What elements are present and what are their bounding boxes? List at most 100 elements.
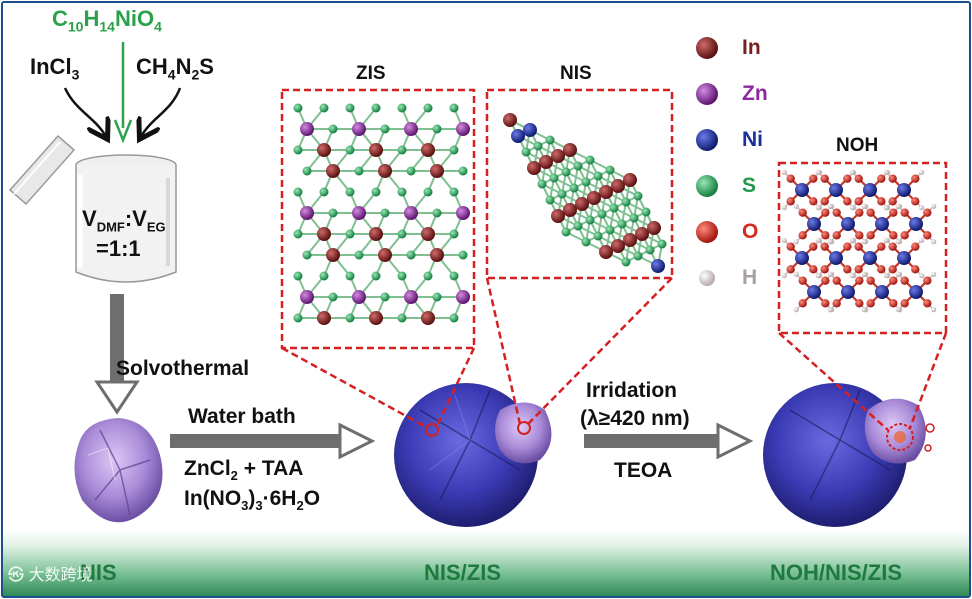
- nis-atom-s: [545, 195, 555, 205]
- noh-nis-zis-sphere: [763, 383, 935, 527]
- nis-atom-s: [585, 155, 595, 165]
- noh-atom-h: [849, 169, 855, 175]
- zis-atom-s: [319, 271, 329, 281]
- zis-atom-in: [326, 248, 340, 262]
- zis-atom-in: [369, 227, 383, 241]
- zis-atom-s: [345, 229, 355, 239]
- noh-atom-h: [815, 169, 821, 175]
- zis-atom-s: [397, 145, 407, 155]
- zis-atom-zn: [352, 206, 366, 220]
- nis-atom-s: [633, 191, 643, 201]
- legend-label-o: O: [742, 220, 759, 243]
- noh-atom-o: [809, 242, 818, 251]
- zis-atom-zn: [456, 206, 470, 220]
- noh-atom-o: [832, 276, 841, 285]
- noh-atom-h: [919, 237, 925, 243]
- nis-atom-ni: [523, 123, 537, 137]
- noh-atom-o: [821, 276, 830, 285]
- noh-atom-h: [931, 203, 937, 209]
- noh-atom-o: [798, 231, 807, 240]
- product-nis: NIS: [80, 560, 117, 585]
- nis-atom-s: [621, 197, 631, 207]
- product-noh-nis-zis: NOH/NIS/ZIS: [770, 560, 903, 585]
- zis-atom-s: [302, 166, 312, 176]
- zoom-connectors: [281, 277, 948, 431]
- noh-atom-h: [861, 307, 867, 313]
- nis-atom-s: [573, 161, 583, 171]
- noh-atom-o: [798, 208, 807, 217]
- nis-atom-s: [569, 183, 579, 193]
- zis-atom-s: [371, 271, 381, 281]
- noh-crystal-structure: [781, 169, 937, 313]
- reagent-zncl2-taa: ZnCl2 + TAA: [184, 457, 304, 484]
- nis-atom-in: [563, 143, 577, 157]
- legend-label-s: S: [742, 174, 757, 197]
- nis-atom-s: [549, 173, 559, 183]
- nis-atom-s: [633, 251, 643, 261]
- zis-atom-s: [293, 145, 303, 155]
- nis-atom-s: [629, 213, 639, 223]
- nis-atom-s: [605, 165, 615, 175]
- nis-atom-in: [575, 197, 589, 211]
- watermark-logo-icon: ㉿: [8, 567, 25, 584]
- noh-atom-o: [866, 208, 875, 217]
- noh-atom-h: [883, 237, 889, 243]
- noh-atom-o: [889, 208, 898, 217]
- zis-atom-in: [421, 311, 435, 325]
- zis-atom-s: [423, 187, 433, 197]
- noh-atom-o: [820, 242, 829, 251]
- noh-atom-o: [889, 231, 898, 240]
- noh-atom-o: [854, 265, 863, 274]
- legend-label-zn: Zn: [742, 82, 768, 105]
- zis-atom-in: [378, 164, 392, 178]
- noh-atom-h: [827, 271, 833, 277]
- noh-atom-o: [888, 197, 897, 206]
- zis-atom-s: [345, 313, 355, 323]
- nis-particle: [74, 418, 163, 523]
- nis-zis-sphere: [394, 383, 552, 527]
- nis-atom-s: [545, 135, 555, 145]
- nis-atom-s: [581, 177, 591, 187]
- step-irradiation: Irridation: [586, 379, 678, 402]
- noh-atom-h: [781, 205, 787, 211]
- zis-atom-s: [293, 103, 303, 113]
- nis-atom-in: [551, 149, 565, 163]
- noh-atom-o: [889, 299, 898, 308]
- nis-atom-s: [581, 237, 591, 247]
- noh-atom-o: [821, 299, 830, 308]
- zis-box: [280, 88, 476, 350]
- nis-atom-in: [635, 227, 649, 241]
- nis-atom-s: [641, 207, 651, 217]
- zis-atom-s: [458, 250, 468, 260]
- zis-atom-s: [397, 271, 407, 281]
- legend-ball-in: [696, 37, 718, 59]
- noh-atom-o: [911, 265, 920, 274]
- nis-atom-s: [597, 209, 607, 219]
- noh-atom-h: [861, 271, 867, 277]
- legend-label-h: H: [742, 266, 758, 289]
- legend-ball-zn: [696, 83, 718, 105]
- watermark-text: 大数跨境: [28, 567, 93, 584]
- nis-atom-s: [561, 227, 571, 237]
- zis-atom-s: [293, 187, 303, 197]
- noh-atom-h: [781, 237, 787, 243]
- zis-atom-s: [449, 145, 459, 155]
- nis-atom-s: [645, 245, 655, 255]
- noh-atom-o: [821, 231, 830, 240]
- noh-atom-o: [854, 174, 863, 183]
- noh-atom-o: [786, 265, 795, 274]
- zis-atom-zn: [300, 290, 314, 304]
- zis-atom-s: [319, 103, 329, 113]
- noh-atom-o: [843, 197, 852, 206]
- step-water-bath: Water bath: [188, 405, 296, 428]
- zis-atom-s: [406, 166, 416, 176]
- zis-atom-in: [421, 227, 435, 241]
- zis-atom-s: [354, 250, 364, 260]
- noh-atom-ni: [897, 251, 911, 265]
- noh-atom-o: [798, 276, 807, 285]
- noh-atom-o: [900, 276, 909, 285]
- noh-atom-o: [832, 231, 841, 240]
- noh-atom-h: [919, 205, 925, 211]
